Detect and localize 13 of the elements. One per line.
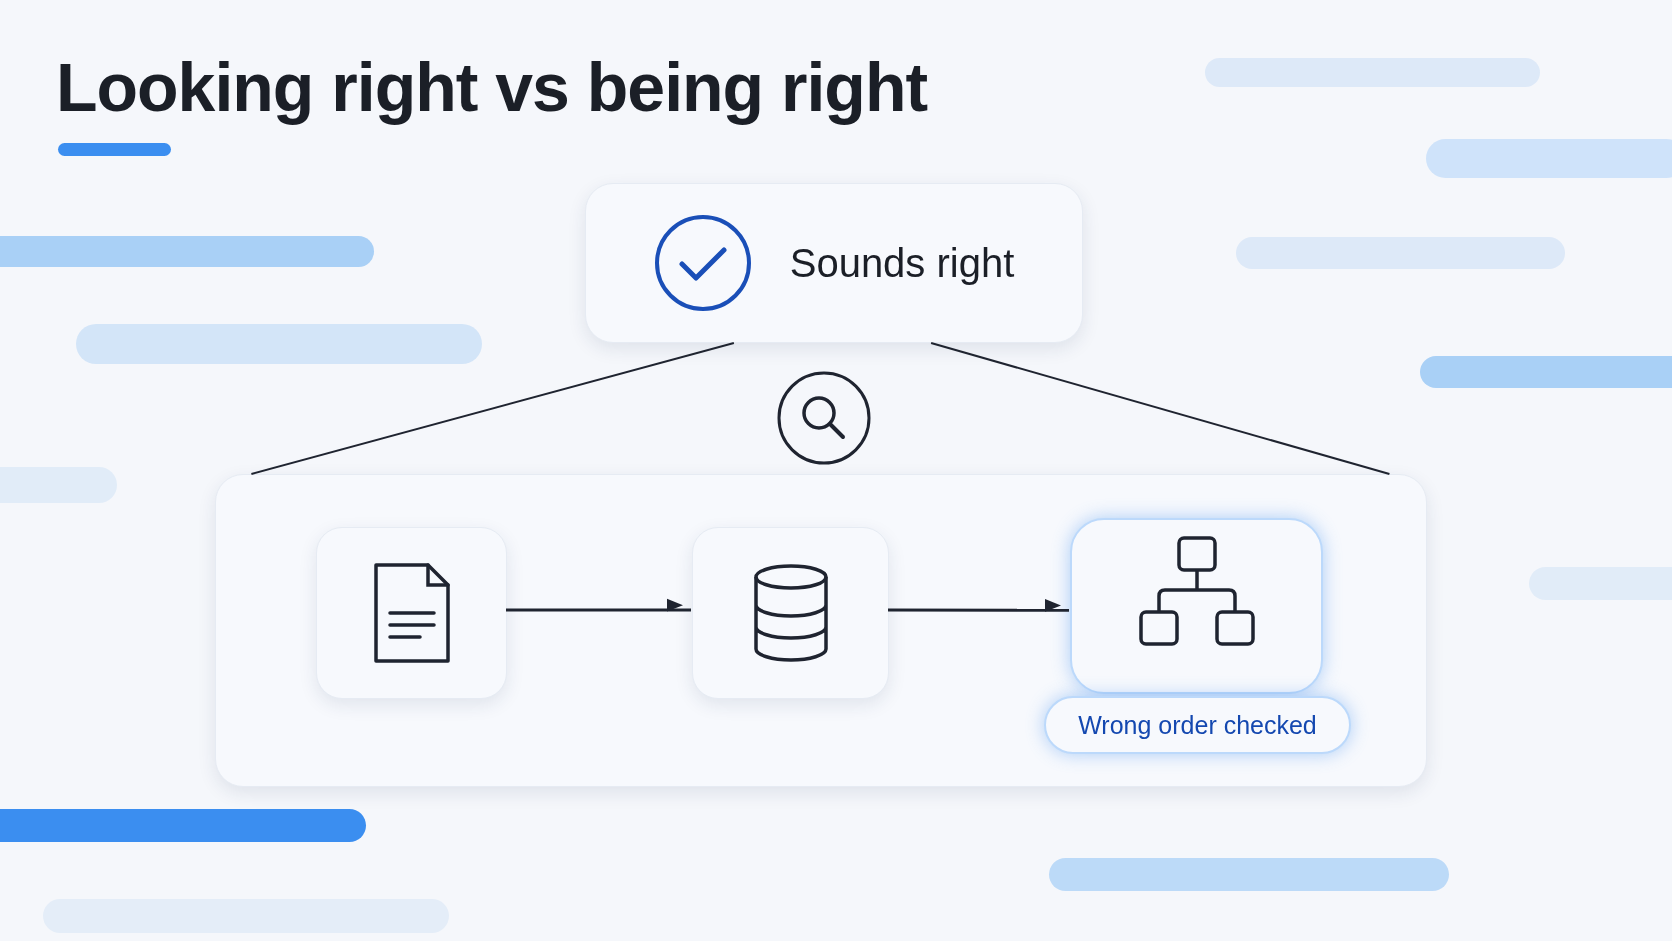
status-pill (1044, 696, 1351, 754)
card (316, 527, 507, 699)
connector-line (250, 342, 735, 475)
card (692, 527, 889, 699)
statement-card (585, 183, 1083, 343)
card-label: Sounds right (789, 240, 1015, 286)
pill-label: Wrong order checked (1078, 710, 1317, 740)
card (1070, 518, 1323, 694)
title: Looking right vs being right (56, 48, 928, 126)
card (215, 474, 1427, 787)
arrow (506, 598, 691, 612)
connector-line (930, 342, 1391, 475)
arrow (888, 599, 1069, 612)
